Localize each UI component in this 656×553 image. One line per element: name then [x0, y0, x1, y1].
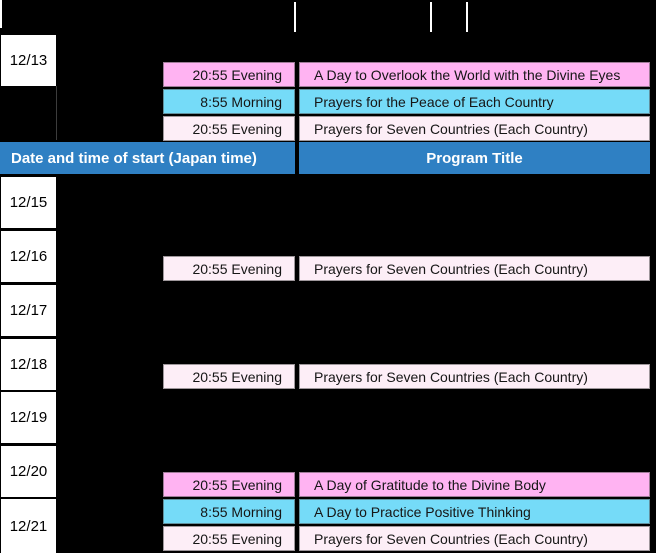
event-title-cell: A Day to Overlook the World with the Div… — [299, 62, 650, 87]
event-time-cell: 20:55 Evening — [163, 526, 295, 551]
date-cell: 12/19 — [1, 392, 56, 443]
event-time-cell: 20:55 Evening — [163, 62, 295, 87]
event-title-cell: Prayers for Seven Countries (Each Countr… — [299, 116, 650, 141]
date-cell: 12/13 — [1, 35, 56, 86]
date-cell: 12/17 — [1, 285, 56, 336]
event-title-cell: A Day of Gratitude to the Divine Body — [299, 472, 650, 497]
table-border-line — [294, 2, 296, 32]
date-cell: 12/16 — [1, 231, 56, 282]
header-date-time-column: Date and time of start (Japan time) — [0, 142, 295, 174]
event-time-cell: 20:55 Evening — [163, 256, 295, 281]
event-title-cell: Prayers for Seven Countries (Each Countr… — [299, 256, 650, 281]
event-title-cell: A Day to Practice Positive Thinking — [299, 499, 650, 524]
event-time-cell: 20:55 Evening — [163, 364, 295, 389]
header-program-title-column: Program Title — [299, 142, 650, 174]
table-border-line — [430, 2, 432, 32]
date-cell: 12/15 — [1, 177, 56, 228]
column-border-line — [56, 86, 57, 140]
event-time-cell: 20:55 Evening — [163, 116, 295, 141]
event-time-cell: 8:55 Morning — [163, 499, 295, 524]
event-title-cell: Prayers for Seven Countries (Each Countr… — [299, 364, 650, 389]
event-title-cell: Prayers for the Peace of Each Country — [299, 89, 650, 114]
table-border-line — [0, 0, 2, 28]
table-border-line — [466, 2, 468, 32]
date-cell: 12/20 — [1, 446, 56, 497]
date-cell: 12/21 — [1, 499, 56, 553]
date-cell: 12/18 — [1, 339, 56, 390]
event-title-cell: Prayers for Seven Countries (Each Countr… — [299, 526, 650, 551]
event-time-cell: 8:55 Morning — [163, 89, 295, 114]
event-time-cell: 20:55 Evening — [163, 472, 295, 497]
